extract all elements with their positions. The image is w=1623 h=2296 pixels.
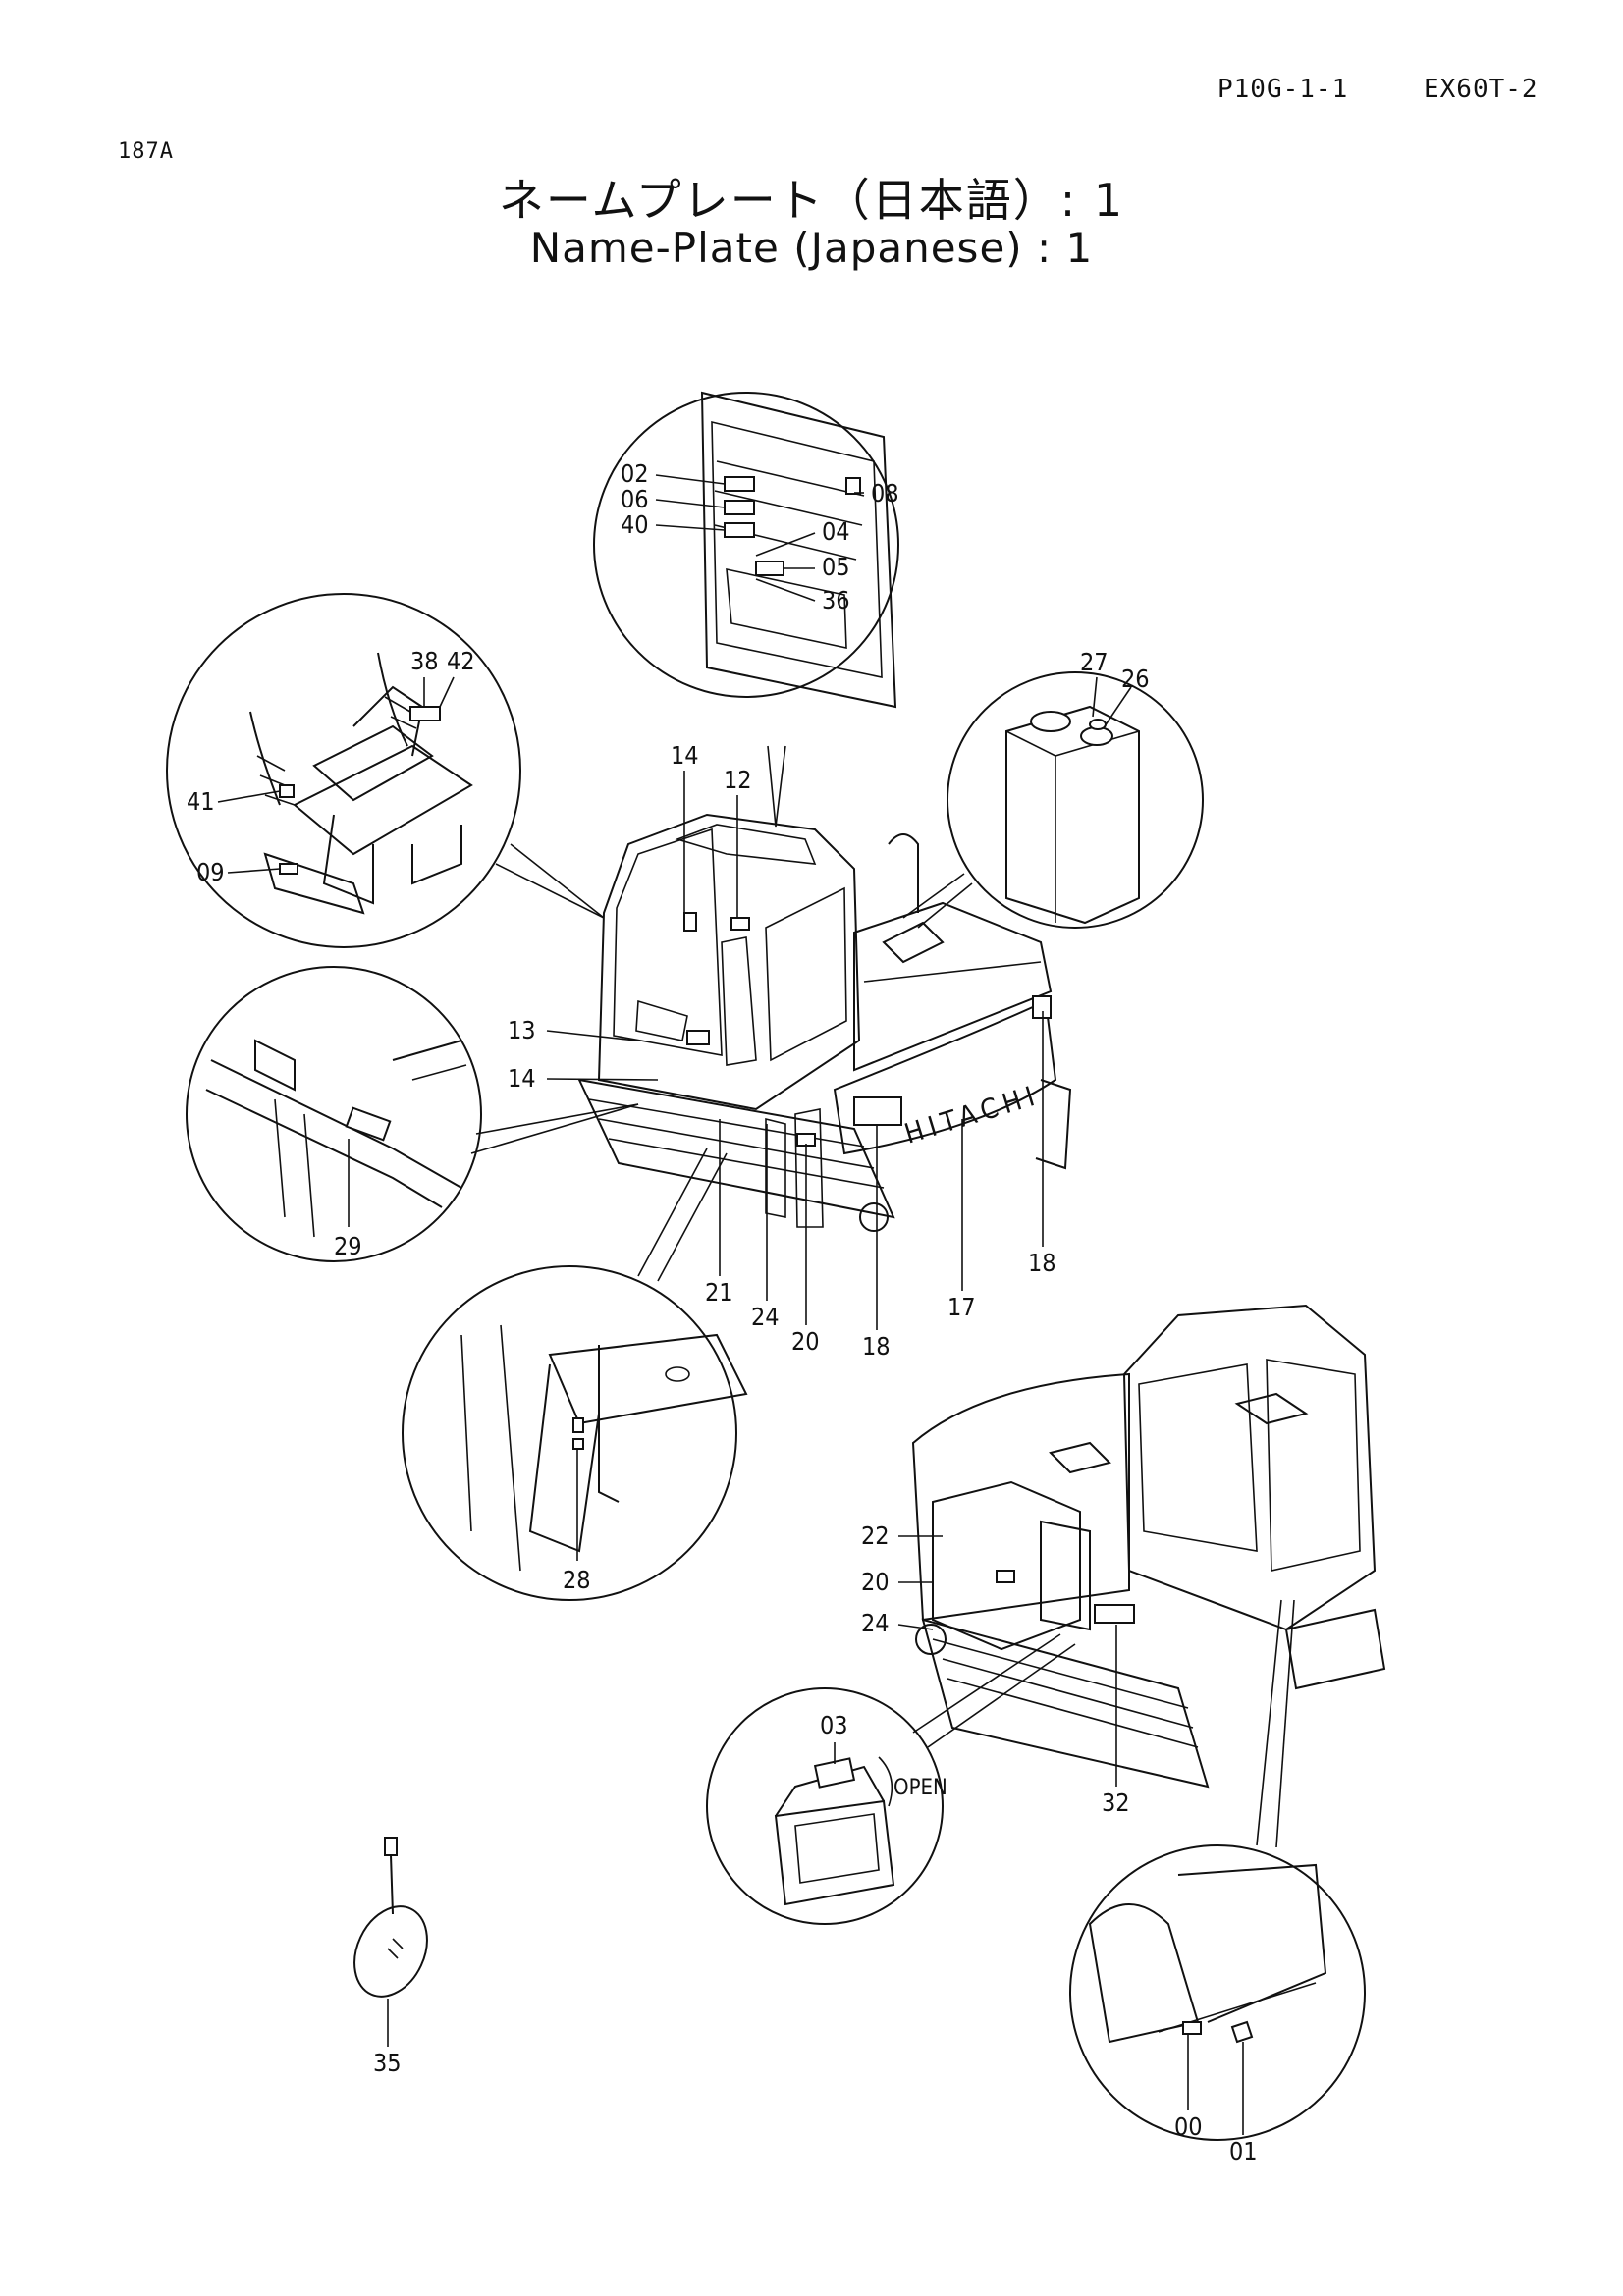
callout-03: 03 <box>820 1711 848 1739</box>
callout-24-rear: 24 <box>861 1609 890 1637</box>
detail-circle-frame: 29 <box>186 966 639 1262</box>
callout-21: 21 <box>705 1278 733 1307</box>
key-tag: 35 <box>353 1837 428 2077</box>
title-english: Name-Plate (Japanese) : 1 <box>529 224 1094 272</box>
excavator-rear-view: 22 20 24 32 <box>861 1304 1386 1817</box>
detail-circle-bolt: 00 01 <box>1069 1599 1366 2165</box>
title-japanese: ネームプレート（日本語）: 1 <box>498 174 1125 227</box>
callout-27: 27 <box>1080 648 1109 676</box>
callout-32: 32 <box>1102 1789 1130 1817</box>
callout-18-front: 18 <box>862 1332 891 1361</box>
callout-17: 17 <box>947 1293 976 1321</box>
callout-14-top: 14 <box>671 741 699 770</box>
callout-41: 41 <box>187 787 215 816</box>
callout-00: 00 <box>1174 2112 1203 2141</box>
callout-08: 08 <box>871 479 899 507</box>
callout-04: 04 <box>822 517 850 546</box>
open-label: OPEN <box>893 1776 947 1800</box>
detail-circle-open-lid: 03 OPEN <box>706 1633 1076 1925</box>
callout-24-front: 24 <box>751 1303 780 1331</box>
page-code: P10G-1-1 <box>1217 75 1349 104</box>
callout-35: 35 <box>373 2049 402 2077</box>
detail-circle-door-hinge: 28 <box>402 1148 748 1601</box>
callout-02: 02 <box>621 459 649 488</box>
callout-13: 13 <box>508 1016 536 1044</box>
callout-18-side: 18 <box>1028 1249 1056 1277</box>
callout-42: 42 <box>447 647 475 675</box>
callout-20-rear: 20 <box>861 1568 890 1596</box>
figure-code: 187A <box>118 139 174 164</box>
callout-09: 09 <box>196 858 225 886</box>
brand-text: HITACHI <box>900 1079 1044 1150</box>
detail-circle-tank: 27 26 <box>902 648 1204 929</box>
callout-12: 12 <box>724 766 752 794</box>
callout-26: 26 <box>1121 665 1150 693</box>
callout-28: 28 <box>563 1566 591 1594</box>
detail-circle-seat: 38 42 41 09 <box>166 593 605 948</box>
callout-20-front: 20 <box>791 1327 820 1356</box>
detail-circle-door: 02 06 40 08 04 05 36 <box>593 391 899 828</box>
callout-22: 22 <box>861 1522 890 1550</box>
callout-38: 38 <box>410 647 439 675</box>
callout-01: 01 <box>1229 2137 1258 2165</box>
excavator-front-view: HITACHI 14 12 13 14 21 24 20 18 17 18 <box>508 741 1072 1361</box>
callout-29: 29 <box>334 1232 362 1260</box>
callout-05: 05 <box>822 553 850 581</box>
callout-14-side: 14 <box>508 1064 536 1093</box>
model-code: EX60T-2 <box>1424 75 1539 104</box>
callout-40: 40 <box>621 510 649 539</box>
callout-06: 06 <box>621 485 649 513</box>
callout-36: 36 <box>822 586 850 614</box>
